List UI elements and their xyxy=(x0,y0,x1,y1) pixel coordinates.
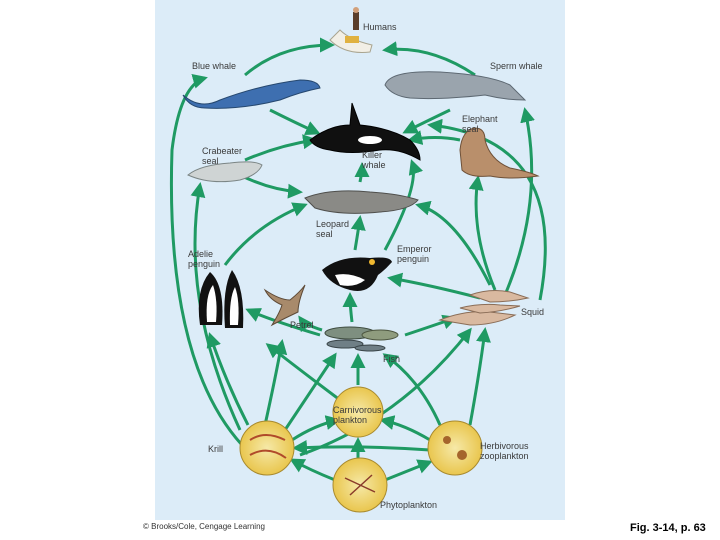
arrow-emperor-killerwhale xyxy=(383,159,424,251)
figure-caption: Fig. 3-14, p. 63 xyxy=(630,522,706,534)
arrow-phyto-krill xyxy=(289,458,336,482)
label-humans: Humans xyxy=(363,22,397,32)
arrow-herbzoo-squid xyxy=(468,327,491,426)
petrel-illustration xyxy=(263,284,306,327)
arrow-bluewhale-killerwhale xyxy=(269,108,321,135)
arrow-spermwhale-humans xyxy=(382,41,476,77)
label-phytoplankton: Phytoplankton xyxy=(380,500,438,510)
arrow-bluewhale-humans xyxy=(244,37,335,77)
copyright-credit: © Brooks/Cole, Cengage Learning xyxy=(143,522,265,531)
label-krill: Krill xyxy=(208,444,223,454)
arrow-krill-bluewhale xyxy=(169,74,244,447)
arrow-emperor-leopard xyxy=(350,215,366,251)
label-leopard-seal: Leopard seal xyxy=(316,219,350,239)
label-adelie-penguin: Adelie penguin xyxy=(188,249,221,269)
arrow-herbzoo-fish xyxy=(382,353,442,426)
leopard-seal-illustration xyxy=(304,190,419,214)
krill-circle xyxy=(239,420,295,476)
fish-illustration xyxy=(324,326,399,352)
herbivorous-zooplankton-circle xyxy=(427,420,483,476)
arrow-krill-carnplankton xyxy=(291,415,341,442)
label-blue-whale: Blue whale xyxy=(192,61,237,71)
label-sperm-whale: Sperm whale xyxy=(490,61,543,71)
arrow-crabeater-leopard xyxy=(239,173,303,199)
arrow-fish-emperor xyxy=(342,292,358,323)
arrow-krill-fish xyxy=(283,352,337,431)
label-crabeater-seal: Crabeater seal xyxy=(202,146,243,166)
label-herbivorous-zooplankton: Herbivorous zooplankton xyxy=(480,441,529,461)
blue-whale-illustration xyxy=(182,79,321,109)
arrow-squid-elephant xyxy=(468,175,497,291)
label-elephant-seal: Elephant seal xyxy=(462,114,498,134)
label-fish: Fish xyxy=(383,354,401,364)
killer-whale-patch xyxy=(358,136,382,144)
squid-illustration xyxy=(438,290,530,326)
crabeater-seal-illustration xyxy=(187,161,263,183)
arrow-squid-emperor xyxy=(387,272,481,300)
arrow-squid-leopard xyxy=(415,200,492,286)
carnivorous-plankton-circle xyxy=(332,386,384,438)
arrow-carnplankton-petrel xyxy=(265,343,341,402)
label-petrel: Petrel xyxy=(290,320,314,330)
arrow-crabeater-killerwhale xyxy=(244,134,318,162)
arrow-adelie-leopard xyxy=(223,202,308,266)
arrow-fish-petrel xyxy=(298,315,323,333)
sperm-whale-illustration xyxy=(384,71,527,101)
phytoplankton-circle xyxy=(332,457,388,513)
arrow-squid-spermwhale xyxy=(503,107,535,296)
arrow-spermwhale-killerwhale xyxy=(402,108,451,134)
label-killer-whale: Killer whale xyxy=(362,150,386,170)
emperor-penguin-illustration xyxy=(322,257,392,291)
killer-whale-illustration xyxy=(309,102,421,161)
arrow-phyto-herbzoo xyxy=(384,459,433,482)
arrow-krill-adelie xyxy=(206,332,250,426)
arrow-herbzoo-carnplankton xyxy=(379,415,431,442)
adelie-penguins-illustration xyxy=(198,270,244,328)
label-carnivorous-plankton: Carnivorous plankton xyxy=(333,405,382,425)
humans-figure xyxy=(329,7,373,53)
label-emperor-penguin: Emperor penguin xyxy=(397,244,432,264)
arrow-leopard-killerwhale xyxy=(354,162,370,183)
arrow-elephant-killerwhale xyxy=(407,130,461,146)
label-squid: Squid xyxy=(521,307,545,317)
elephant-seal-illustration xyxy=(459,127,540,179)
